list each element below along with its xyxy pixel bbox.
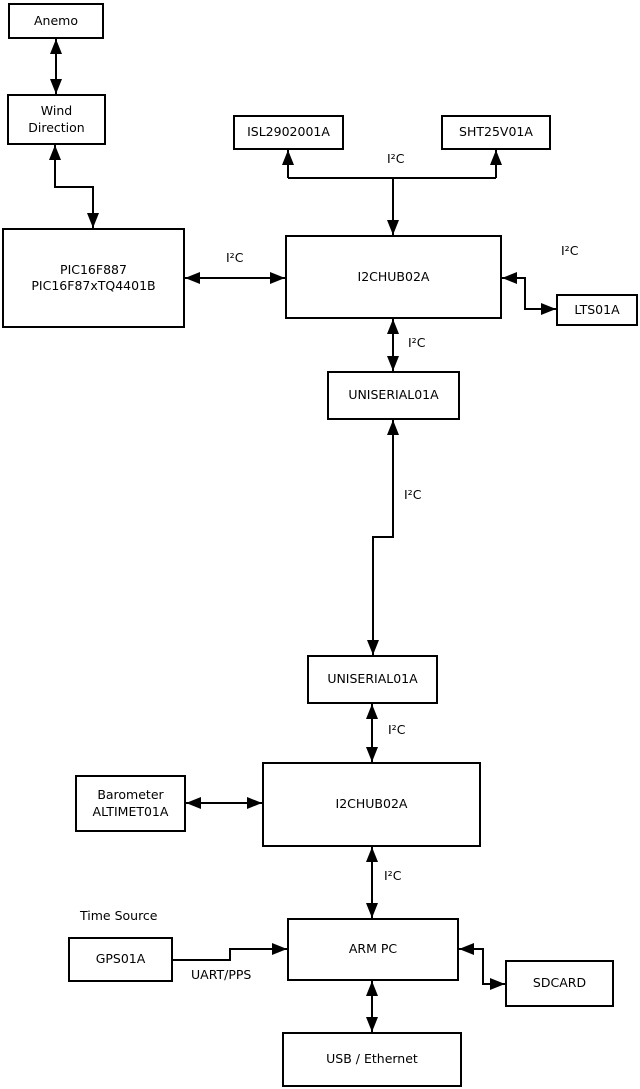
box-uniserial-top-label: UNISERIAL01A [348,387,439,403]
box-isl2902001a: ISL2902001A [233,115,344,150]
box-barometer: Barometer ALTIMET01A [75,775,186,832]
box-uniserial-bottom-label: UNISERIAL01A [327,671,418,687]
edge-label-i2c-uniserial-link: I²C [404,487,422,502]
box-wind-direction-label-line2: Direction [28,119,85,135]
box-sdcard: SDCARD [505,960,614,1007]
connector-i2chub-top-lts [502,272,556,315]
connector-winddirection-pic [49,145,99,228]
edge-label-i2c-pic-hub: I²C [226,250,244,265]
box-gps01a: GPS01A [68,937,173,982]
box-pic: PIC16F887 PIC16F87xTQ4401B [2,228,185,328]
box-i2chub-top-label: I2CHUB02A [357,268,430,284]
edge-label-i2c-hub-uniserial: I²C [408,335,426,350]
box-sdcard-label: SDCARD [532,975,587,991]
box-arm-pc-label: ARM PC [348,941,398,957]
box-uniserial-top: UNISERIAL01A [327,371,460,420]
box-usb-ethernet: USB / Ethernet [282,1032,462,1087]
connector-gps-armpc [173,943,287,961]
box-barometer-label-line2: ALTIMET01A [92,803,169,819]
box-wind-direction-label-line1: Wind [40,103,73,118]
box-lts01a: LTS01A [556,294,638,326]
connector-armpc-sdcard [459,943,505,990]
box-arm-pc: ARM PC [287,918,459,981]
box-wind-direction: Wind Direction [7,94,106,145]
box-sht25v01a: SHT25V01A [441,115,551,150]
box-barometer-label-line1: Barometer [97,787,164,802]
edge-label-uart-pps: UART/PPS [191,967,252,982]
box-i2chub-bottom: I2CHUB02A [262,762,481,847]
connector-uniserial-top-uniserial-bottom [367,420,399,655]
edge-label-i2c-uniserial-hub2: I²C [388,722,406,737]
box-anemo-label: Anemo [34,12,78,28]
box-usb-ethernet-label: USB / Ethernet [326,1051,418,1067]
edge-label-i2c-sensor-bus: I²C [387,151,405,166]
box-isl2902001a-label: ISL2902001A [247,124,330,140]
box-i2chub-top: I2CHUB02A [285,235,502,319]
box-pic-label-line2: PIC16F87xTQ4401B [31,278,156,293]
box-pic-label-line1: PIC16F887 [60,261,127,277]
edge-label-i2c-hub-lts: I²C [561,243,579,258]
box-anemo: Anemo [8,3,104,39]
box-uniserial-bottom: UNISERIAL01A [307,655,438,704]
edge-label-time-source: Time Source [80,908,158,923]
box-sht25v01a-label: SHT25V01A [459,124,533,140]
box-lts01a-label: LTS01A [574,301,620,317]
box-i2chub-bottom-label: I2CHUB02A [335,796,408,812]
box-gps01a-label: GPS01A [95,951,146,967]
edge-label-i2c-hub2-armpc: I²C [384,868,402,883]
